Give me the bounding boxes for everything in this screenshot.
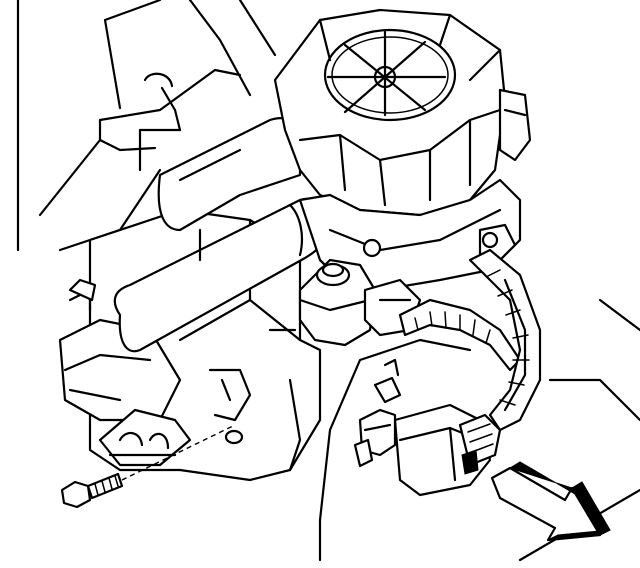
front-of-vehicle-arrow-icon (490, 461, 611, 542)
electrical-connector-icon (393, 403, 502, 497)
harness-clip-icon (353, 358, 402, 468)
air-pump-filter-housing-icon (273, 8, 532, 217)
wire-harness-icon (398, 248, 542, 432)
bolt-install-path (121, 424, 236, 481)
loose-bolt-icon (60, 472, 124, 509)
air-hose-icon (113, 117, 327, 353)
